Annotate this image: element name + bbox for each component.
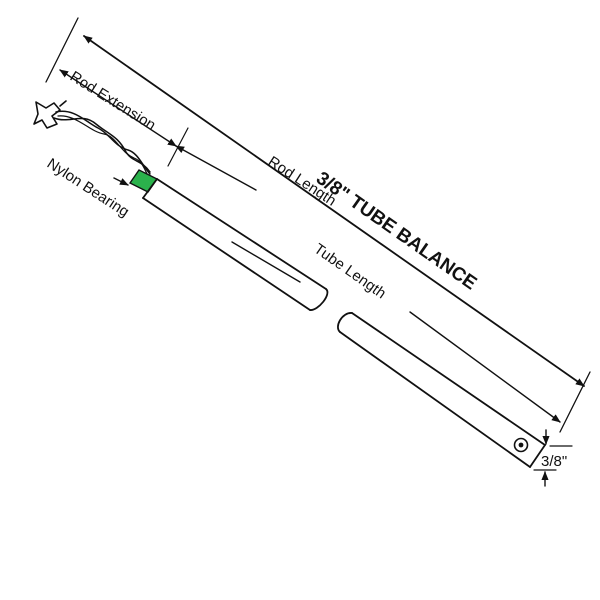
tube-lower <box>337 312 546 468</box>
diameter-label: 3/8" <box>541 453 567 470</box>
tube-length-dimension <box>231 241 561 423</box>
overall-dimension <box>45 17 591 433</box>
nylon-bearing-leader <box>113 177 129 186</box>
nylon-bearing <box>128 169 159 193</box>
overall-dimension-arrow <box>83 35 585 387</box>
diameter-dimension <box>533 429 573 487</box>
rod-extension-arrow <box>59 69 177 147</box>
tube-length-label: Tube Length <box>311 240 389 302</box>
tube-balance-title: 3/8" TUBE BALANCE <box>312 168 480 295</box>
rod-length-arrow <box>175 145 257 191</box>
tube-length-arrow <box>409 311 561 423</box>
tube-upper <box>142 178 329 311</box>
rod-length-dimension <box>175 145 257 191</box>
spiral-rod <box>33 100 151 177</box>
nylon-bearing-label: Nylon Bearing <box>44 155 132 221</box>
end-rivet-icon <box>513 437 529 453</box>
